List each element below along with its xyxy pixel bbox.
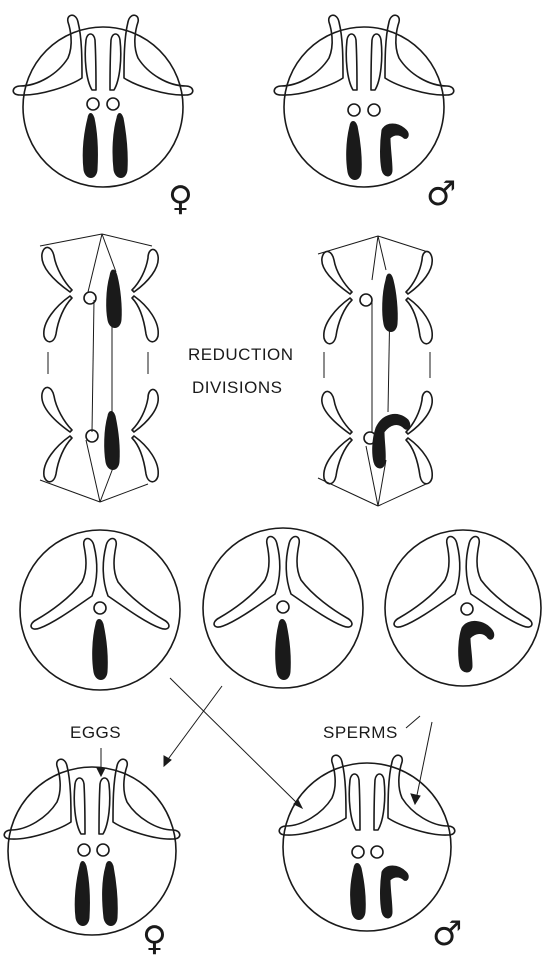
egg-cell xyxy=(20,530,180,690)
female-diploid-cell xyxy=(13,15,193,187)
male-diploid-cell xyxy=(274,15,454,187)
male-spindle xyxy=(318,236,432,506)
male-symbol-top: ♂ xyxy=(426,174,456,214)
female-symbol-top: ♀ xyxy=(168,179,193,219)
reduction-label: REDUCTION xyxy=(188,345,294,364)
eggs-label: EGGS xyxy=(70,723,121,742)
female-spindle xyxy=(40,234,158,502)
female-zygote-cell xyxy=(4,759,180,935)
sperm-cell-y xyxy=(385,530,541,686)
divisions-label: DIVISIONS xyxy=(192,378,282,397)
sperms-label: SPERMS xyxy=(323,723,398,742)
sperm-cell-x xyxy=(203,528,363,688)
male-symbol-bottom: ♂ xyxy=(432,914,462,954)
female-symbol-bottom: ♀ xyxy=(142,919,167,959)
male-zygote-cell xyxy=(279,755,455,931)
